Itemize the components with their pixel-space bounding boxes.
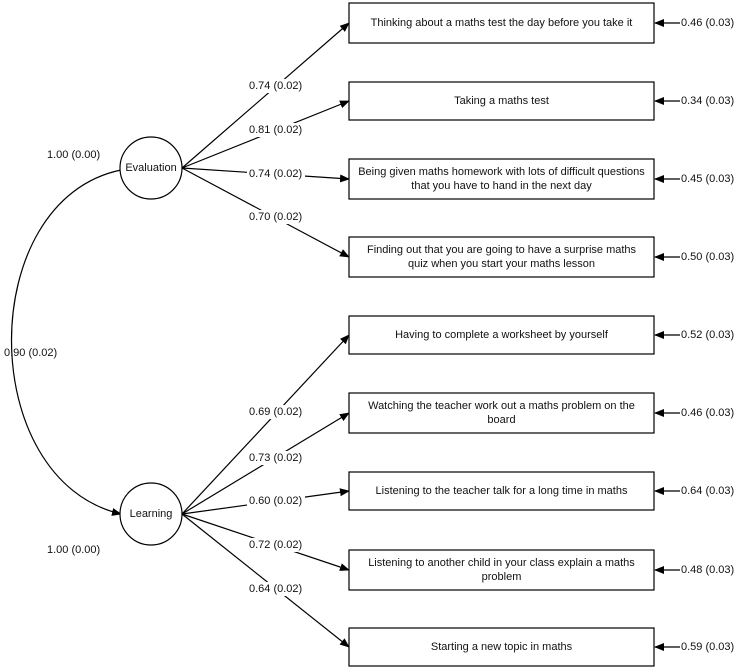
loading-arrow	[181, 334, 350, 515]
factor-label-evaluation: Evaluation	[125, 162, 176, 174]
item-box	[348, 236, 655, 278]
item-text: Finding out that you are going to have a…	[367, 244, 637, 256]
loading-label-bg	[247, 405, 305, 419]
residual-label: 0.34 (0.03)	[681, 95, 734, 107]
loading-label: 0.72 (0.02)	[249, 539, 302, 551]
loading-arrow	[181, 513, 350, 648]
item-text: Taking a maths test	[454, 95, 549, 107]
loading-label-bg	[247, 582, 305, 596]
factor-node-evaluation	[119, 136, 183, 200]
item-box	[348, 81, 655, 121]
loading-label: 0.64 (0.02)	[249, 583, 302, 595]
item-box	[348, 158, 655, 200]
loading-label-bg	[247, 79, 305, 93]
loading-label: 0.81 (0.02)	[249, 124, 302, 136]
item-text: Starting a new topic in maths	[431, 641, 573, 653]
item-box	[348, 315, 655, 355]
loading-label: 0.60 (0.02)	[249, 495, 302, 507]
loading-label-bg	[247, 538, 305, 552]
item-text: Being given maths homework with lots of …	[358, 166, 645, 178]
loading-label: 0.74 (0.02)	[249, 80, 302, 92]
item-text: board	[487, 414, 515, 426]
item-text: Listening to another child in your class…	[368, 557, 635, 569]
correlation-arrow	[11, 164, 131, 516]
residual-label: 0.46 (0.03)	[681, 407, 734, 419]
factor-variance-learning: 1.00 (0.00)	[47, 544, 100, 556]
loading-label: 0.69 (0.02)	[249, 406, 302, 418]
item-text: Listening to the teacher talk for a long…	[376, 485, 628, 497]
residual-label: 0.45 (0.03)	[681, 173, 734, 185]
item-box	[348, 627, 655, 667]
item-text: Having to complete a worksheet by yourse…	[395, 329, 609, 341]
residual-label: 0.46 (0.03)	[681, 17, 734, 29]
residual-label: 0.59 (0.03)	[681, 641, 734, 653]
item-text: problem	[482, 571, 522, 583]
item-text: that you have to hand in the next day	[411, 180, 592, 192]
loading-label-bg	[247, 210, 305, 224]
loading-label-bg	[247, 167, 305, 181]
item-box	[348, 392, 655, 434]
factor-node-learning	[119, 482, 183, 546]
item-box	[348, 471, 655, 511]
residual-label: 0.50 (0.03)	[681, 251, 734, 263]
item-text: quiz when you start your maths lesson	[408, 258, 595, 270]
factor-variance-evaluation: 1.00 (0.00)	[47, 149, 100, 161]
item-text: Watching the teacher work out a maths pr…	[368, 400, 635, 412]
loading-label-bg	[247, 451, 305, 465]
factor-label-learning: Learning	[130, 508, 173, 520]
loading-label: 0.73 (0.02)	[249, 452, 302, 464]
item-text: Thinking about a maths test the day befo…	[371, 17, 633, 29]
residual-label: 0.48 (0.03)	[681, 564, 734, 576]
correlation-label: 0.90 (0.02)	[4, 347, 57, 359]
loading-label: 0.70 (0.02)	[249, 211, 302, 223]
loading-label: 0.74 (0.02)	[249, 168, 302, 180]
item-box	[348, 549, 655, 591]
item-box	[348, 2, 655, 44]
residual-label: 0.64 (0.03)	[681, 485, 734, 497]
loading-label-bg	[247, 494, 305, 508]
loading-arrow	[181, 22, 350, 169]
residual-label: 0.52 (0.03)	[681, 329, 734, 341]
loading-label-bg	[247, 123, 305, 137]
